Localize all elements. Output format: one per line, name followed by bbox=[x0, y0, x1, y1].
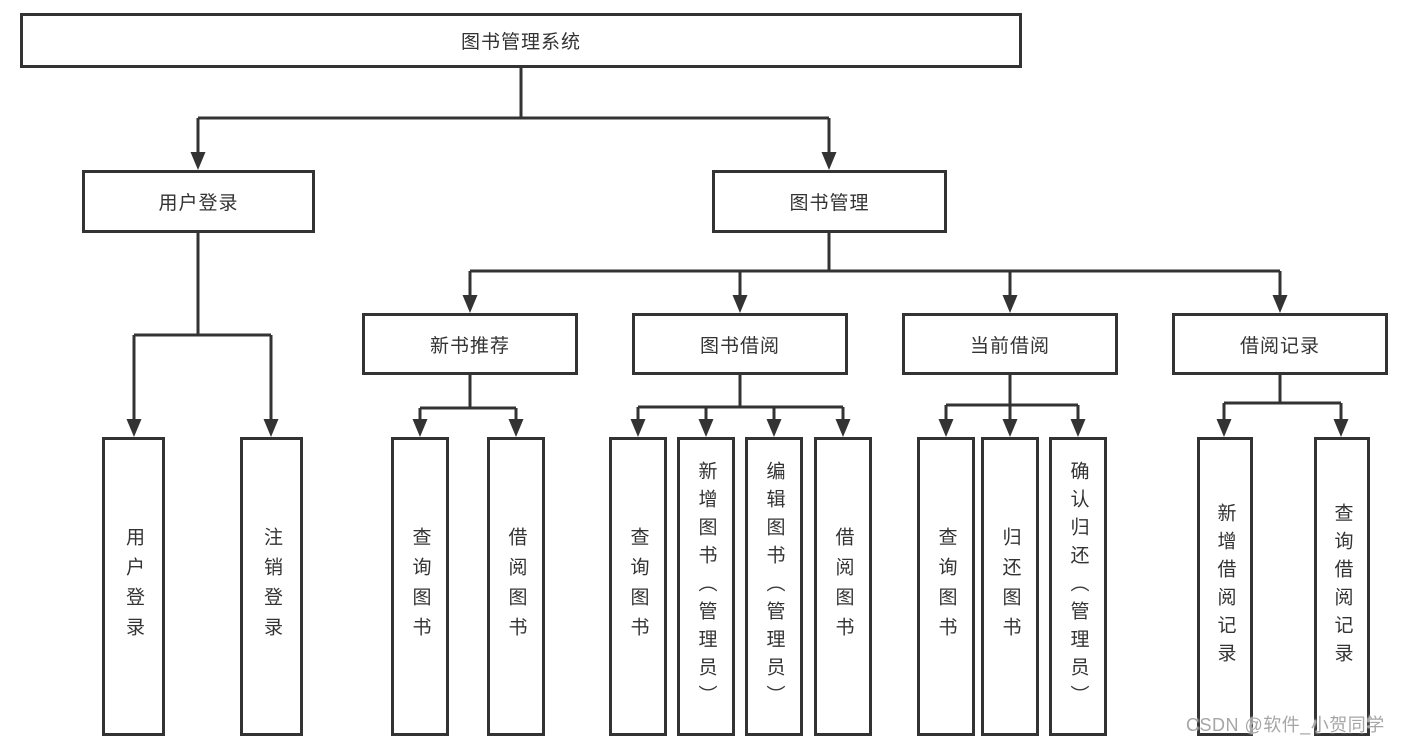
node-label: 新增借阅记录 bbox=[1214, 502, 1236, 671]
node-edit-book-admin: 编辑图书（管理员） bbox=[745, 437, 803, 736]
node-label: 注销登录 bbox=[261, 526, 282, 647]
node-label: 查询借阅记录 bbox=[1331, 502, 1353, 671]
node-label: 确认归还（管理员） bbox=[1067, 460, 1089, 713]
node-query-books-current: 查询图书 bbox=[917, 437, 975, 736]
node-label: 查询图书 bbox=[409, 526, 431, 647]
node-borrow-books-recommend: 借阅图书 bbox=[487, 437, 545, 736]
node-add-borrow-record: 新增借阅记录 bbox=[1197, 437, 1253, 736]
node-return-book: 归还图书 bbox=[981, 437, 1039, 736]
node-label: 编辑图书（管理员） bbox=[763, 460, 785, 713]
node-label: 查询图书 bbox=[627, 526, 649, 647]
node-label: 借阅记录 bbox=[1239, 335, 1320, 357]
node-query-borrow-record: 查询借阅记录 bbox=[1314, 437, 1370, 736]
csdn-watermark: CSDN @软件_小贺同学 bbox=[1186, 715, 1385, 735]
node-user-login: 用户登录 bbox=[82, 170, 315, 233]
node-confirm-return-admin: 确认归还（管理员） bbox=[1049, 437, 1107, 736]
node-borrow-books-action: 借阅图书 bbox=[814, 437, 872, 736]
node-label: 新增图书（管理员） bbox=[695, 460, 717, 713]
node-add-book-admin: 新增图书（管理员） bbox=[677, 437, 735, 736]
node-label: 当前借阅 bbox=[969, 335, 1050, 357]
node-logout-action: 注销登录 bbox=[240, 437, 303, 736]
node-library-management-system: 图书管理系统 bbox=[20, 13, 1022, 68]
node-new-book-recommend: 新书推荐 bbox=[362, 313, 578, 375]
node-label: 用户登录 bbox=[123, 526, 144, 647]
node-query-books-recommend: 查询图书 bbox=[391, 437, 449, 736]
node-user-login-action: 用户登录 bbox=[102, 437, 165, 736]
node-book-management: 图书管理 bbox=[712, 170, 947, 233]
node-label: 用户登录 bbox=[158, 193, 239, 214]
node-label: 图书管理系统 bbox=[460, 32, 581, 53]
node-label: 图书管理 bbox=[789, 193, 870, 214]
node-book-borrowing: 图书借阅 bbox=[632, 313, 848, 375]
node-label: 图书借阅 bbox=[699, 335, 780, 357]
node-current-borrowing: 当前借阅 bbox=[902, 313, 1118, 375]
node-label: 借阅图书 bbox=[832, 526, 854, 647]
node-label: 查询图书 bbox=[935, 526, 957, 647]
node-query-books-borrow: 查询图书 bbox=[609, 437, 667, 736]
node-label: 新书推荐 bbox=[429, 335, 510, 357]
node-label: 归还图书 bbox=[999, 526, 1021, 647]
node-borrowing-records: 借阅记录 bbox=[1172, 313, 1388, 375]
node-label: 借阅图书 bbox=[505, 526, 527, 647]
